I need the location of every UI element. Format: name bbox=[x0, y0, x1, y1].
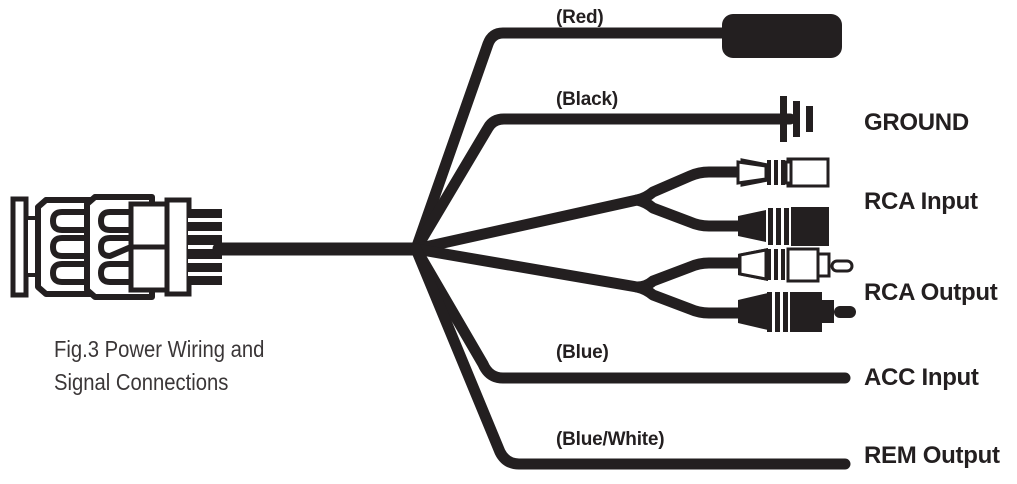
port-label-rem-output: REM Output bbox=[864, 442, 1000, 469]
rca-jack-black bbox=[738, 207, 829, 246]
port-label-rca-input: RCA Input bbox=[864, 188, 978, 215]
rca-plug-white bbox=[738, 247, 854, 283]
wire-tag-black: (Black) bbox=[556, 89, 618, 110]
wire-red bbox=[410, 27, 738, 255]
port-label-rca-output: RCA Output bbox=[864, 279, 998, 306]
harness-connector bbox=[10, 194, 222, 300]
port-label-acc-input: ACC Input bbox=[864, 364, 979, 391]
wire-tag-blue: (Blue) bbox=[556, 342, 609, 363]
port-label-ground: GROUND bbox=[864, 109, 969, 136]
rca-jack-white bbox=[736, 157, 830, 188]
fuse-holder-block bbox=[722, 14, 842, 58]
wire-blue bbox=[410, 243, 851, 384]
rca-plug-black bbox=[738, 292, 856, 332]
wire-tag-blue-white: (Blue/White) bbox=[556, 429, 665, 450]
ground-symbol bbox=[780, 96, 813, 142]
wire-rca-input-black bbox=[631, 194, 748, 232]
wire-blue-white bbox=[410, 243, 851, 470]
wire-rca-output-black bbox=[631, 281, 748, 319]
wire-rca-output-white bbox=[410, 243, 748, 293]
wire-black bbox=[410, 113, 796, 255]
wire-rca-input-white bbox=[410, 166, 748, 255]
figure-caption: Fig.3 Power Wiring and Signal Connection… bbox=[54, 336, 265, 395]
wire-tag-red: (Red) bbox=[556, 7, 604, 28]
